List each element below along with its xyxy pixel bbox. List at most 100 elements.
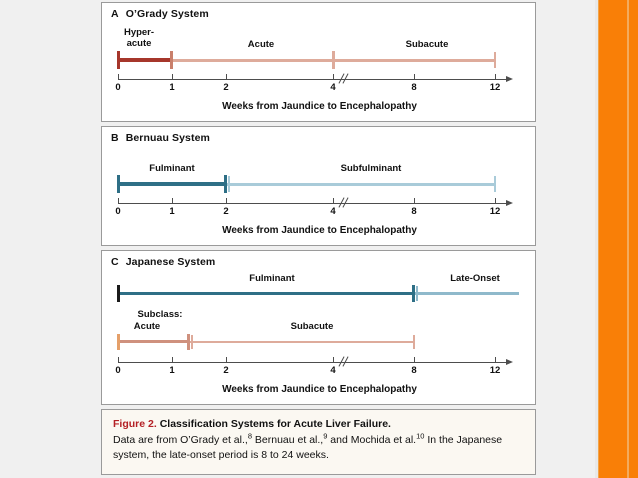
axis-line (118, 79, 507, 80)
cap-week0 (117, 51, 120, 69)
axis-label-12: 12 (489, 82, 501, 93)
bar-fulminant (118, 182, 226, 186)
axis-tick-12 (495, 74, 496, 79)
panel-a-heading: A O’Grady System (111, 8, 209, 20)
axis-tick-0-b (118, 198, 119, 203)
axis-tick-12-c (495, 357, 496, 362)
cap-week1-3-c2 (187, 334, 190, 350)
bar-subfulminant (226, 182, 495, 186)
panel-b-letter: B (111, 132, 119, 144)
axis-tick-1-b (172, 198, 173, 203)
caption-ref-2: 9 (323, 431, 328, 441)
axis-line-c (118, 362, 507, 363)
panel-c-title: Japanese System (125, 256, 216, 268)
axis-tick-2-b (226, 198, 227, 203)
axis-tick-12-b (495, 198, 496, 203)
cap-week0-b (117, 175, 120, 193)
axis-label-1-b: 1 (169, 206, 175, 217)
segment-label-subfulminant: Subfulminant (340, 163, 402, 174)
panel-c-letter: C (111, 256, 119, 268)
segment-label-subacute: Subacute (405, 39, 449, 50)
caption-body-part3: and Mochida et al. (327, 434, 417, 446)
hyperacute-line2: acute (126, 38, 152, 49)
accent-band-orange-wide (599, 0, 627, 478)
axis-arrow-icon-c (506, 358, 513, 365)
axis-label-8-c: 8 (411, 365, 417, 376)
axis-tick-2-c (226, 357, 227, 362)
segment-label-fulminant: Fulminant (149, 163, 195, 174)
bar-late-onset (414, 292, 519, 295)
axis-label-4: 4 (330, 82, 336, 93)
axis-label-12-b: 12 (489, 206, 501, 217)
segment-label-acute: Acute (247, 39, 275, 50)
axis-arrow-icon (506, 75, 513, 82)
cap-week12 (494, 52, 496, 68)
bar-subacute (333, 58, 495, 62)
bar-acute-subclass (118, 340, 189, 343)
axis-label-2: 2 (223, 82, 229, 93)
caption-body-part1: Data are from O’Grady et al., (113, 434, 248, 446)
axis-label-8-b: 8 (411, 206, 417, 217)
axis-tick-4 (333, 74, 334, 79)
cap-week1 (170, 51, 173, 69)
accent-band-edge (595, 0, 598, 478)
caption-body-part4: In the Japanese system, the late-onset p… (113, 434, 503, 461)
axis-label-12-c: 12 (489, 365, 501, 376)
panel-c-japanese: C Japanese System Fulminant Late-Onset Su… (101, 250, 536, 405)
axis-label-1-c: 1 (169, 365, 175, 376)
segment-label-late-onset: Late-Onset (450, 273, 500, 284)
cap-week0-c2 (117, 334, 120, 350)
accent-band-thin-light (598, 0, 599, 478)
panel-a-ogrady: A O’Grady System Hyper- acute Acute Subac… (101, 2, 536, 122)
axis-tick-4-c (333, 357, 334, 362)
accent-band-divider (627, 0, 629, 478)
panel-b-heading: B Bernuau System (111, 132, 210, 144)
panel-a-title: O’Grady System (125, 8, 209, 20)
caption-body-part2: Bernuau et al., (251, 434, 324, 446)
bar-subacute-subclass (189, 340, 414, 343)
bar-hyperacute (118, 58, 172, 62)
axis-label-4-c: 4 (330, 365, 336, 376)
segment-label-subacute-c: Subacute (290, 321, 334, 332)
axis-tick-1-c (172, 357, 173, 362)
axis-label-2-c: 2 (223, 365, 229, 376)
segment-label-fulminant-c: Fulminant (249, 273, 295, 284)
axis-arrow-icon-b (506, 199, 513, 206)
axis-title-c: Weeks from Jaundice to Encephalopathy (222, 384, 417, 395)
axis-label-1: 1 (169, 82, 175, 93)
panel-b-bernuau: B Bernuau System Fulminant Subfulminant 0 (101, 126, 536, 246)
cap-week1-3b-c2 (191, 335, 193, 349)
cap-week0-c1 (117, 285, 120, 302)
figure-container: A O’Grady System Hyper- acute Acute Subac… (101, 0, 538, 478)
caption-figure-number: Figure 2. (113, 418, 157, 430)
axis-tick-1 (172, 74, 173, 79)
caption-title-line: Figure 2. Classification Systems for Acu… (113, 417, 524, 431)
cap-week4 (332, 51, 335, 69)
segment-label-hyperacute: Hyper- acute (94, 27, 184, 49)
segment-label-acute-c: Acute (133, 321, 161, 332)
axis-title-b: Weeks from Jaundice to Encephalopathy (222, 225, 417, 236)
axis-tick-2 (226, 74, 227, 79)
axis-label-0-c: 0 (115, 365, 121, 376)
cap-week12-b (494, 176, 496, 192)
panel-a-track: Hyper- acute Acute Subacute (102, 3, 537, 121)
axis-label-8: 8 (411, 82, 417, 93)
axis-tick-8 (414, 74, 415, 79)
panel-a-letter: A (111, 8, 119, 20)
axis-label-2-b: 2 (223, 206, 229, 217)
caption-ref-3: 10 (416, 431, 425, 441)
panel-c-heading: C Japanese System (111, 256, 215, 268)
caption-body: Data are from O’Grady et al.,8 Bernuau e… (113, 431, 524, 462)
subclass-label: Subclass: (137, 309, 183, 320)
axis-tick-0 (118, 74, 119, 79)
caption-title-text: Classification Systems for Acute Liver F… (159, 418, 391, 430)
panel-c-track: Fulminant Late-Onset Subclass: Acute Sub… (102, 251, 537, 404)
panel-b-track: Fulminant Subfulminant 0 1 2 4 8 1 (102, 127, 537, 245)
axis-title-a: Weeks from Jaundice to Encephalopathy (222, 101, 417, 112)
accent-band-orange-narrow (629, 0, 638, 478)
axis-label-0: 0 (115, 82, 121, 93)
cap-week8-c1 (412, 285, 415, 302)
axis-label-0-b: 0 (115, 206, 121, 217)
cap-week8-c2 (413, 335, 415, 349)
panel-b-title: Bernuau System (125, 132, 210, 144)
